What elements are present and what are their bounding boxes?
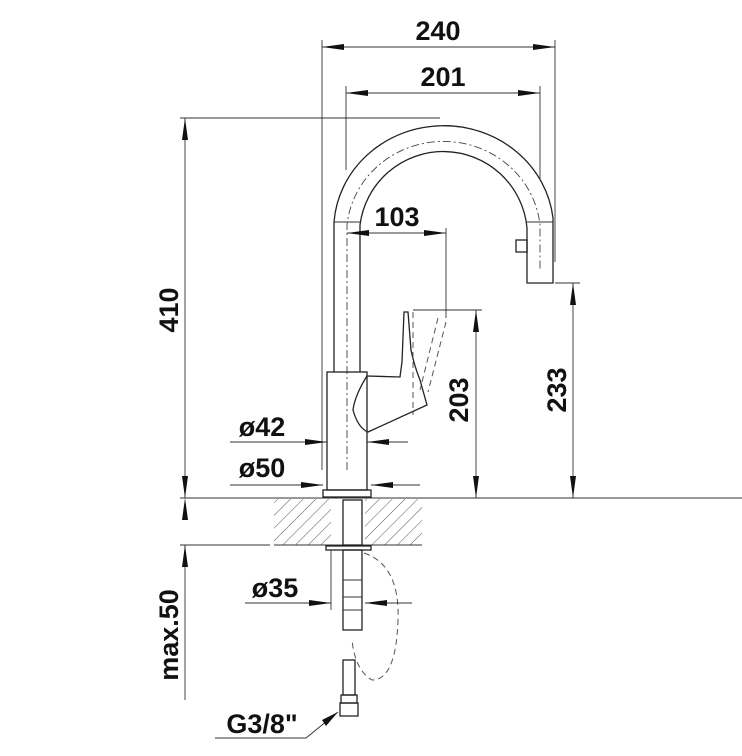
dimension-lines <box>180 40 580 739</box>
dim-overall-reach: 240 <box>415 16 460 46</box>
dim-body-diameter-upper: ø42 <box>239 412 286 442</box>
dim-body-diameter-base: ø50 <box>239 453 286 483</box>
dim-connection-thread: G3/8" <box>226 709 297 739</box>
mounting-shank <box>325 499 399 717</box>
dim-lever-reach: 103 <box>374 202 419 232</box>
dim-lever-height: 203 <box>444 377 474 422</box>
dim-spout-outlet-height: 233 <box>542 367 572 412</box>
dim-spout-reach: 201 <box>420 62 465 92</box>
faucet-outline <box>322 125 554 498</box>
dim-max-countertop: max.50 <box>154 589 184 681</box>
dim-hole-diameter: ø35 <box>252 573 299 603</box>
dim-overall-height: 410 <box>154 287 184 332</box>
countertop-section <box>180 497 742 546</box>
